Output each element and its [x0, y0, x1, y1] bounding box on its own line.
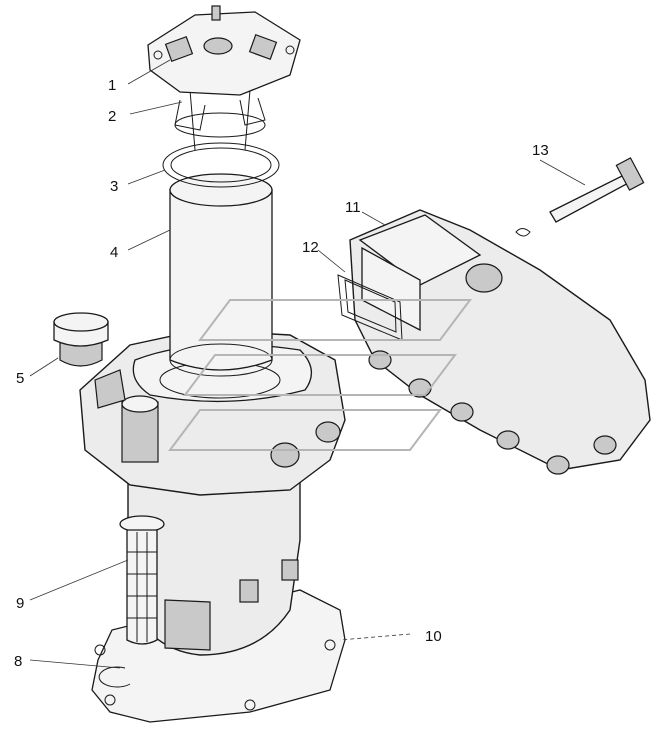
watermark-logo	[168, 299, 472, 451]
callout-4: 4	[110, 244, 118, 261]
callout-3: 3	[110, 178, 118, 195]
part-11-manifold	[349, 209, 651, 475]
leader-lines	[29, 59, 586, 669]
part-5-breather-cap	[53, 312, 109, 367]
callout-1: 1	[108, 77, 116, 94]
callout-9: 9	[16, 595, 24, 612]
part-13-bolt	[515, 157, 645, 237]
callout-5: 5	[16, 370, 24, 387]
part-9-filter-screen	[119, 515, 165, 645]
callout-10: 10	[425, 628, 442, 645]
part-3-o-ring	[162, 142, 280, 188]
callout-labels: 1 2 3 4 5 9 8 10 11 12 13	[14, 77, 549, 670]
part-4-tube	[169, 173, 273, 377]
callout-12: 12	[302, 239, 319, 256]
part-1-top-cap	[147, 5, 301, 96]
housing-lower-body	[127, 469, 301, 656]
callout-8: 8	[14, 653, 22, 670]
callout-2: 2	[108, 108, 116, 125]
callout-13: 13	[532, 142, 549, 159]
callout-11: 11	[345, 199, 361, 216]
part-2-clip-assembly	[174, 89, 266, 151]
